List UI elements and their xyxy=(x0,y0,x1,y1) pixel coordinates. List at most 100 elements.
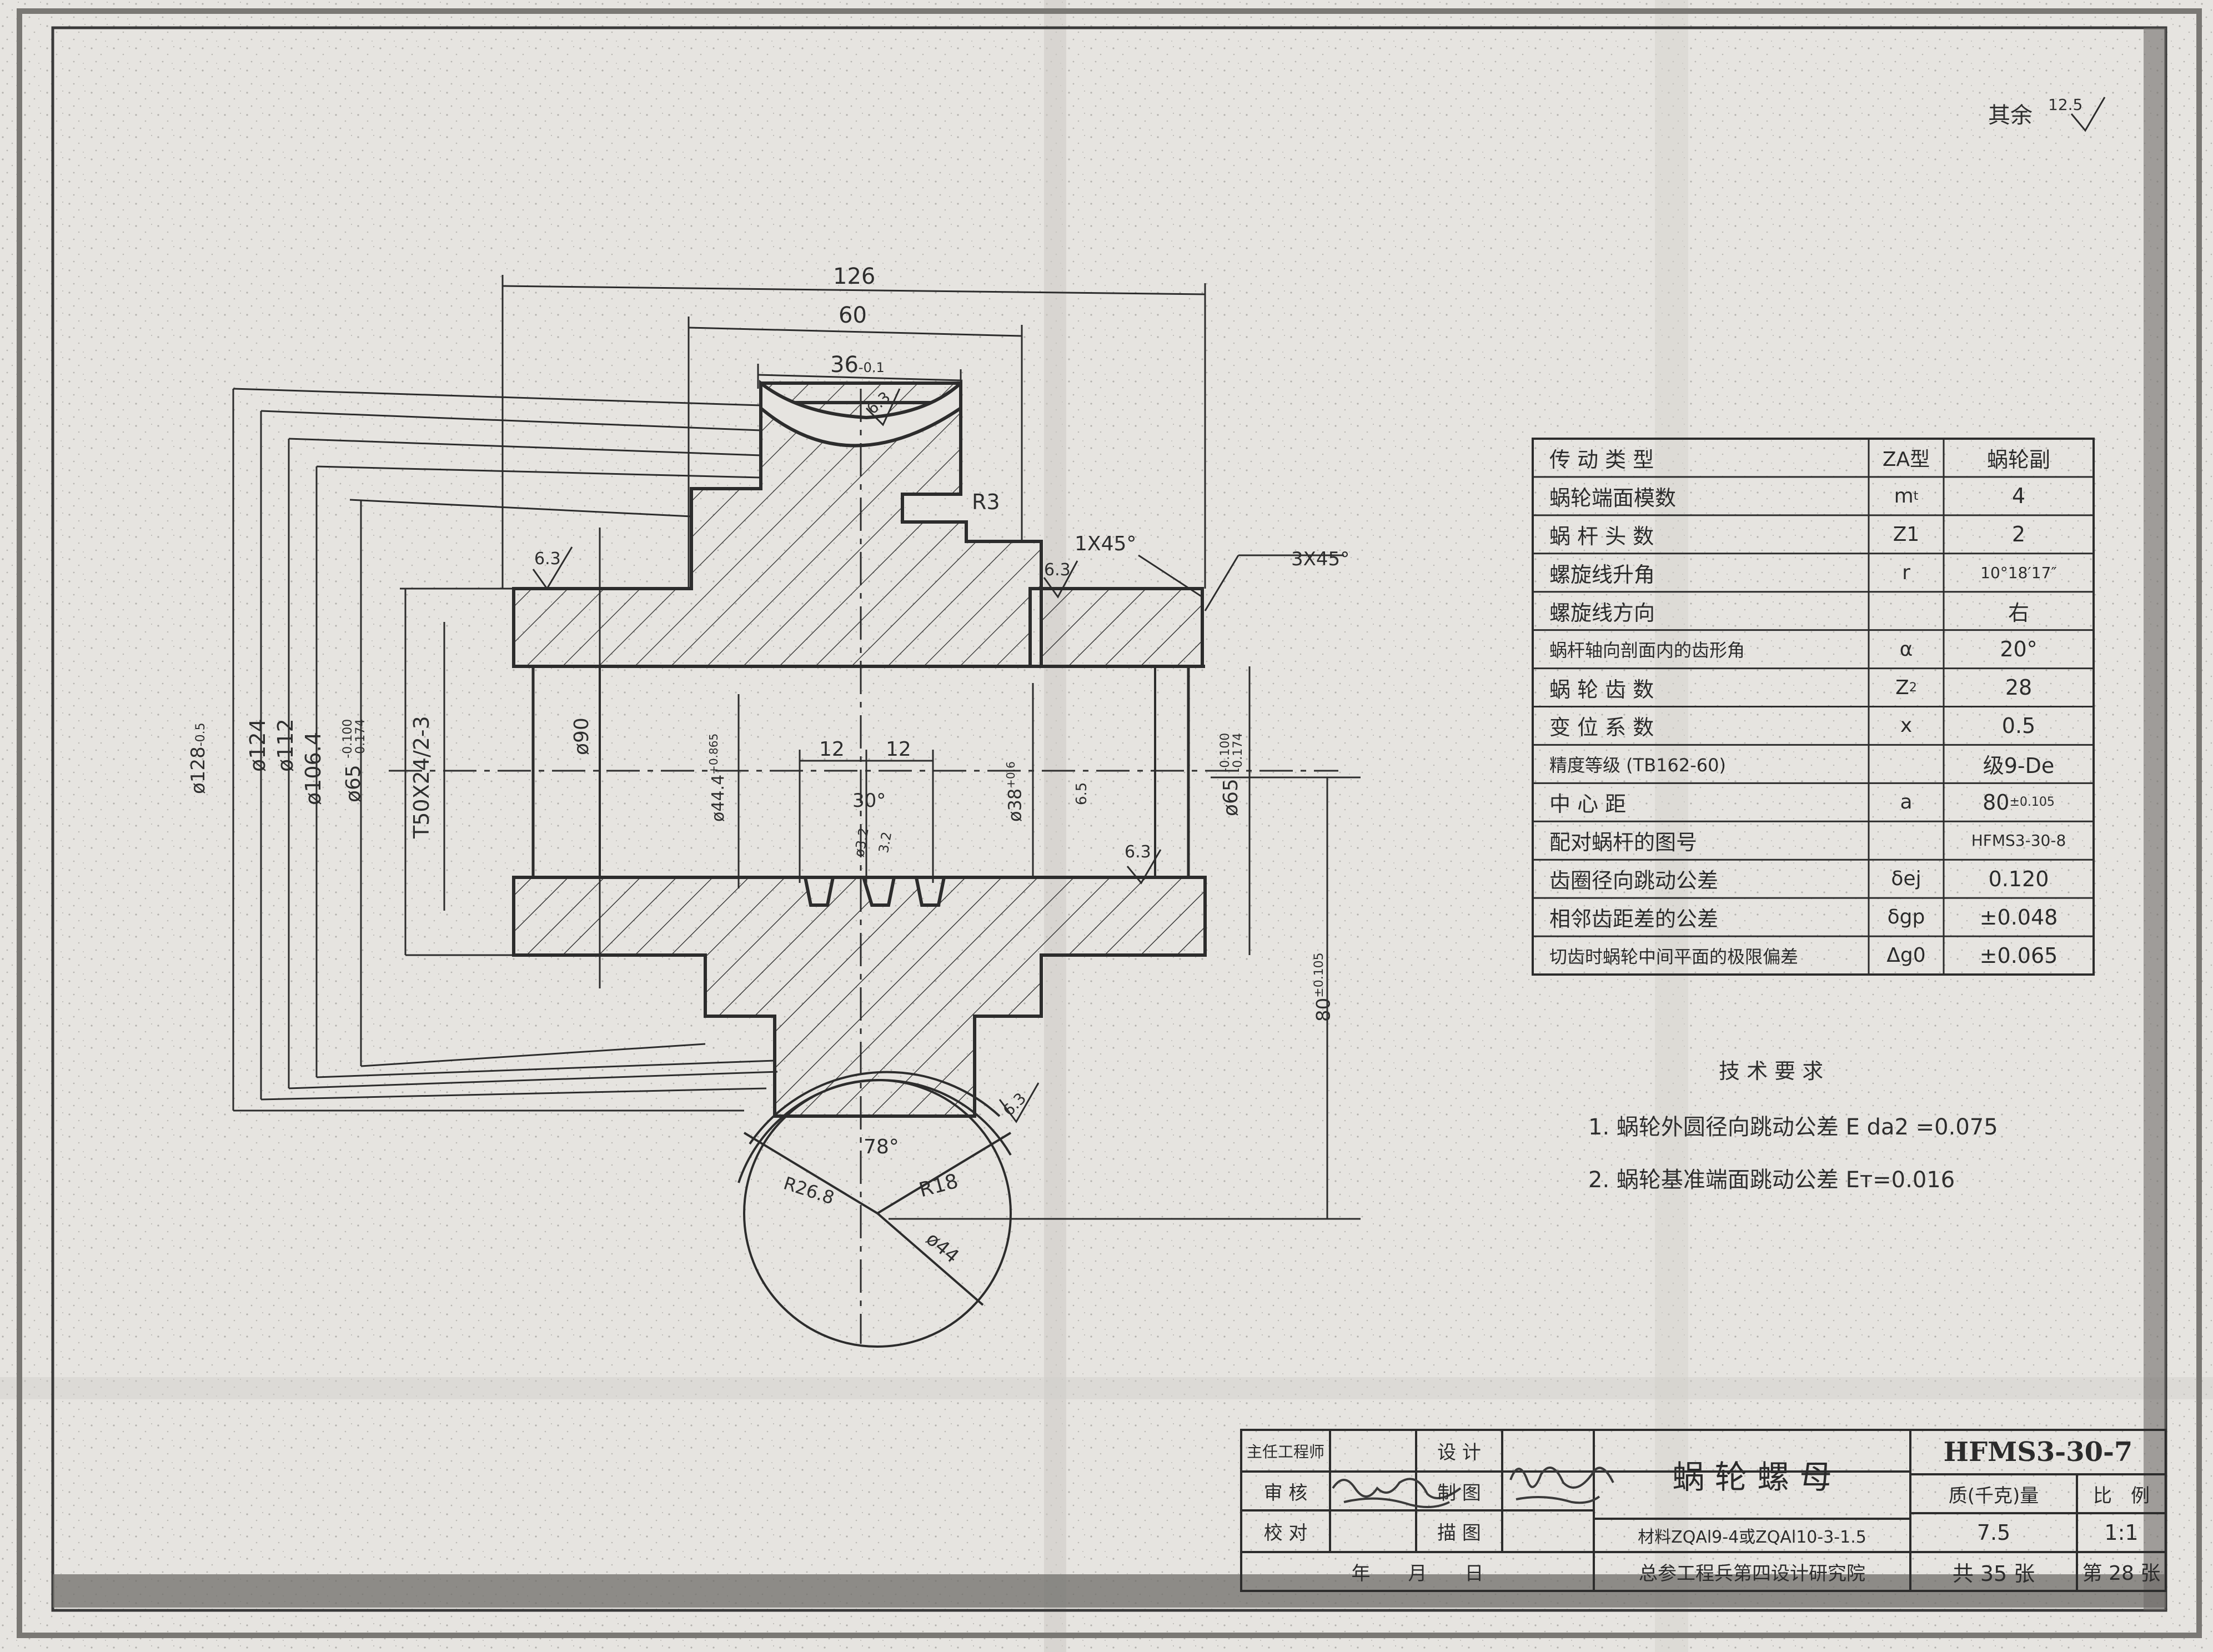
dim-pitch-a: 12 xyxy=(819,738,845,761)
title-block-grid xyxy=(1240,1429,2167,1592)
tb-proofread: 校 对 xyxy=(1263,1522,1308,1544)
tb-drafting: 制 图 xyxy=(1437,1482,1481,1504)
dim-thread-half-b: 3.2 xyxy=(875,830,895,855)
tech-req-title: 技 术 要 求 xyxy=(1719,1059,1824,1083)
param-value: 0.5 xyxy=(2001,713,2036,738)
dim-rim-width: 36-0.1 xyxy=(830,352,885,378)
param-label: 螺旋线升角 xyxy=(1549,562,1655,587)
dim-dia-38: ø38+0.6 xyxy=(1004,761,1026,822)
tb-scale-value: 1:1 xyxy=(2104,1520,2139,1545)
param-symbol: a xyxy=(1900,791,1913,814)
param-value: HFMS3-30-8 xyxy=(1971,831,2066,850)
dim-fillet-inner: 6.5 xyxy=(1073,782,1090,805)
param-label: 传 动 类 型 xyxy=(1549,447,1654,472)
dim-dia-65-right: ø65 -0.100-0.174 xyxy=(1218,732,1246,816)
param-symbol xyxy=(1869,592,1944,630)
param-symbol: δej xyxy=(1891,867,1921,891)
param-label: 蜗 轮 齿 数 xyxy=(1549,677,1654,702)
param-value: 10°18′17″ xyxy=(1980,563,2057,582)
tech-req-item-1: 1. 蜗轮外圆径向跳动公差 E da2 =0.075 xyxy=(1588,1114,1998,1140)
tb-sheets-total: 共 35 张 xyxy=(1952,1561,2035,1586)
param-symbol xyxy=(1869,745,1944,783)
param-symbol: α xyxy=(1899,637,1913,661)
outer-frame xyxy=(17,8,2202,1638)
flange-right-upper xyxy=(1040,587,1204,668)
finish-symbols xyxy=(532,97,2106,1123)
dimension-lines xyxy=(232,275,1361,1220)
param-label: 蜗 杆 头 数 xyxy=(1549,524,1654,549)
param-symbol: Z1 xyxy=(1893,523,1920,546)
dim-dia-44: ø44.4+0.865 xyxy=(707,733,728,822)
tb-tracing: 描 图 xyxy=(1437,1522,1481,1544)
dim-thread: T50X24/2-3 xyxy=(409,716,434,838)
param-value: 级9-De xyxy=(1983,754,2055,779)
surface-finish-note-value: 12.5 xyxy=(2048,96,2083,114)
frame-band-right xyxy=(2144,28,2166,1610)
signature-2 xyxy=(1509,1467,1614,1504)
wheel-arc-view xyxy=(737,1071,1012,1348)
fold-shadow-left xyxy=(1044,0,1066,1652)
tb-sheet-no: 第 28 张 xyxy=(2082,1562,2161,1585)
tb-chief-engineer: 主任工程师 xyxy=(1246,1442,1324,1461)
dim-dia-outer: ø128-0.5 xyxy=(187,722,209,794)
fold-shadow-right xyxy=(1655,0,1688,1652)
dim-dia-124: ø124 xyxy=(245,719,270,772)
signature-1 xyxy=(1332,1478,1462,1508)
param-label: 配对蜗杆的图号 xyxy=(1549,830,1698,855)
param-label: 中 心 距 xyxy=(1549,792,1627,817)
dim-dia-90: ø90 xyxy=(570,717,593,755)
param-symbol xyxy=(1869,821,1944,860)
dim-pitch-b: 12 xyxy=(886,738,911,761)
param-label: 精度等级 (TB162-60) xyxy=(1549,754,1726,776)
param-value: 右 xyxy=(2008,600,2029,625)
param-label: 变 位 系 数 xyxy=(1549,715,1654,740)
tb-review: 审 核 xyxy=(1263,1482,1308,1504)
dim-dia-106: ø106.4 xyxy=(301,731,325,805)
tb-design: 设 计 xyxy=(1437,1442,1481,1464)
dim-fillet: R3 xyxy=(972,490,1000,514)
param-value: 4 xyxy=(2011,484,2026,509)
surface-finish-note-text: 其余 xyxy=(1988,103,2033,128)
tb-drawing-no: HFMS3-30-7 xyxy=(1943,1437,2133,1468)
param-value: 蜗轮副 xyxy=(1986,447,2050,472)
dim-finish-right-top: 6.3 xyxy=(1044,560,1071,580)
dim-thread-angle: 30° xyxy=(852,790,886,812)
param-symbol: r xyxy=(1902,561,1910,584)
dim-chamfer-small: 1X45° xyxy=(1075,533,1137,555)
param-label: 蜗杆轴向剖面内的齿形角 xyxy=(1549,640,1745,661)
tb-date: 年 月 日 xyxy=(1351,1562,1484,1585)
dim-dia-112: ø112 xyxy=(273,719,298,772)
param-value: 0.120 xyxy=(1988,866,2049,891)
param-symbol: Δg0 xyxy=(1886,944,1926,967)
param-value: 2 xyxy=(2011,522,2026,547)
tb-scale-label: 比 例 xyxy=(2093,1484,2150,1507)
param-value: 80±0.105 xyxy=(1983,790,2055,815)
dim-center-distance: 80±0.105 xyxy=(1312,952,1335,1022)
param-label: 相邻齿距差的公差 xyxy=(1549,907,1719,932)
dim-hub-width: 60 xyxy=(839,303,867,328)
tb-weight-value: 7.5 xyxy=(1976,1520,2011,1545)
param-value: ±0.048 xyxy=(1979,905,2058,930)
param-symbol: δgp xyxy=(1887,906,1925,929)
fold-shadow-bottom xyxy=(0,1377,2213,1399)
tb-part-name: 蜗 轮 螺 母 xyxy=(1672,1458,1832,1496)
dim-chamfer-large: 3X45° xyxy=(1291,548,1350,570)
dim-dia-65-left: ø65 -0.100-0.174 xyxy=(341,719,368,802)
param-label: 蜗轮端面模数 xyxy=(1549,485,1677,510)
dim-arc-angle: 78° xyxy=(864,1136,899,1158)
rim-throat xyxy=(759,379,962,448)
param-label: 切齿时蜗轮中间平面的极限偏差 xyxy=(1549,946,1799,967)
dim-finish-right-bottom: 6.3 xyxy=(1125,842,1151,862)
tb-material: 材料ZQAl9-4或ZQAl10-3-1.5 xyxy=(1638,1528,1866,1547)
tech-req-item-2: 2. 蜗轮基准端面跳动公差 Eт=0.016 xyxy=(1588,1167,1955,1193)
dim-overall-width: 126 xyxy=(833,264,876,289)
param-value: ±0.065 xyxy=(1979,943,2058,968)
param-value: 20° xyxy=(2000,637,2038,662)
param-value: 28 xyxy=(2005,675,2033,700)
param-label: 螺旋线方向 xyxy=(1549,600,1655,625)
tb-organization: 总参工程兵第四设计研究院 xyxy=(1639,1562,1865,1585)
